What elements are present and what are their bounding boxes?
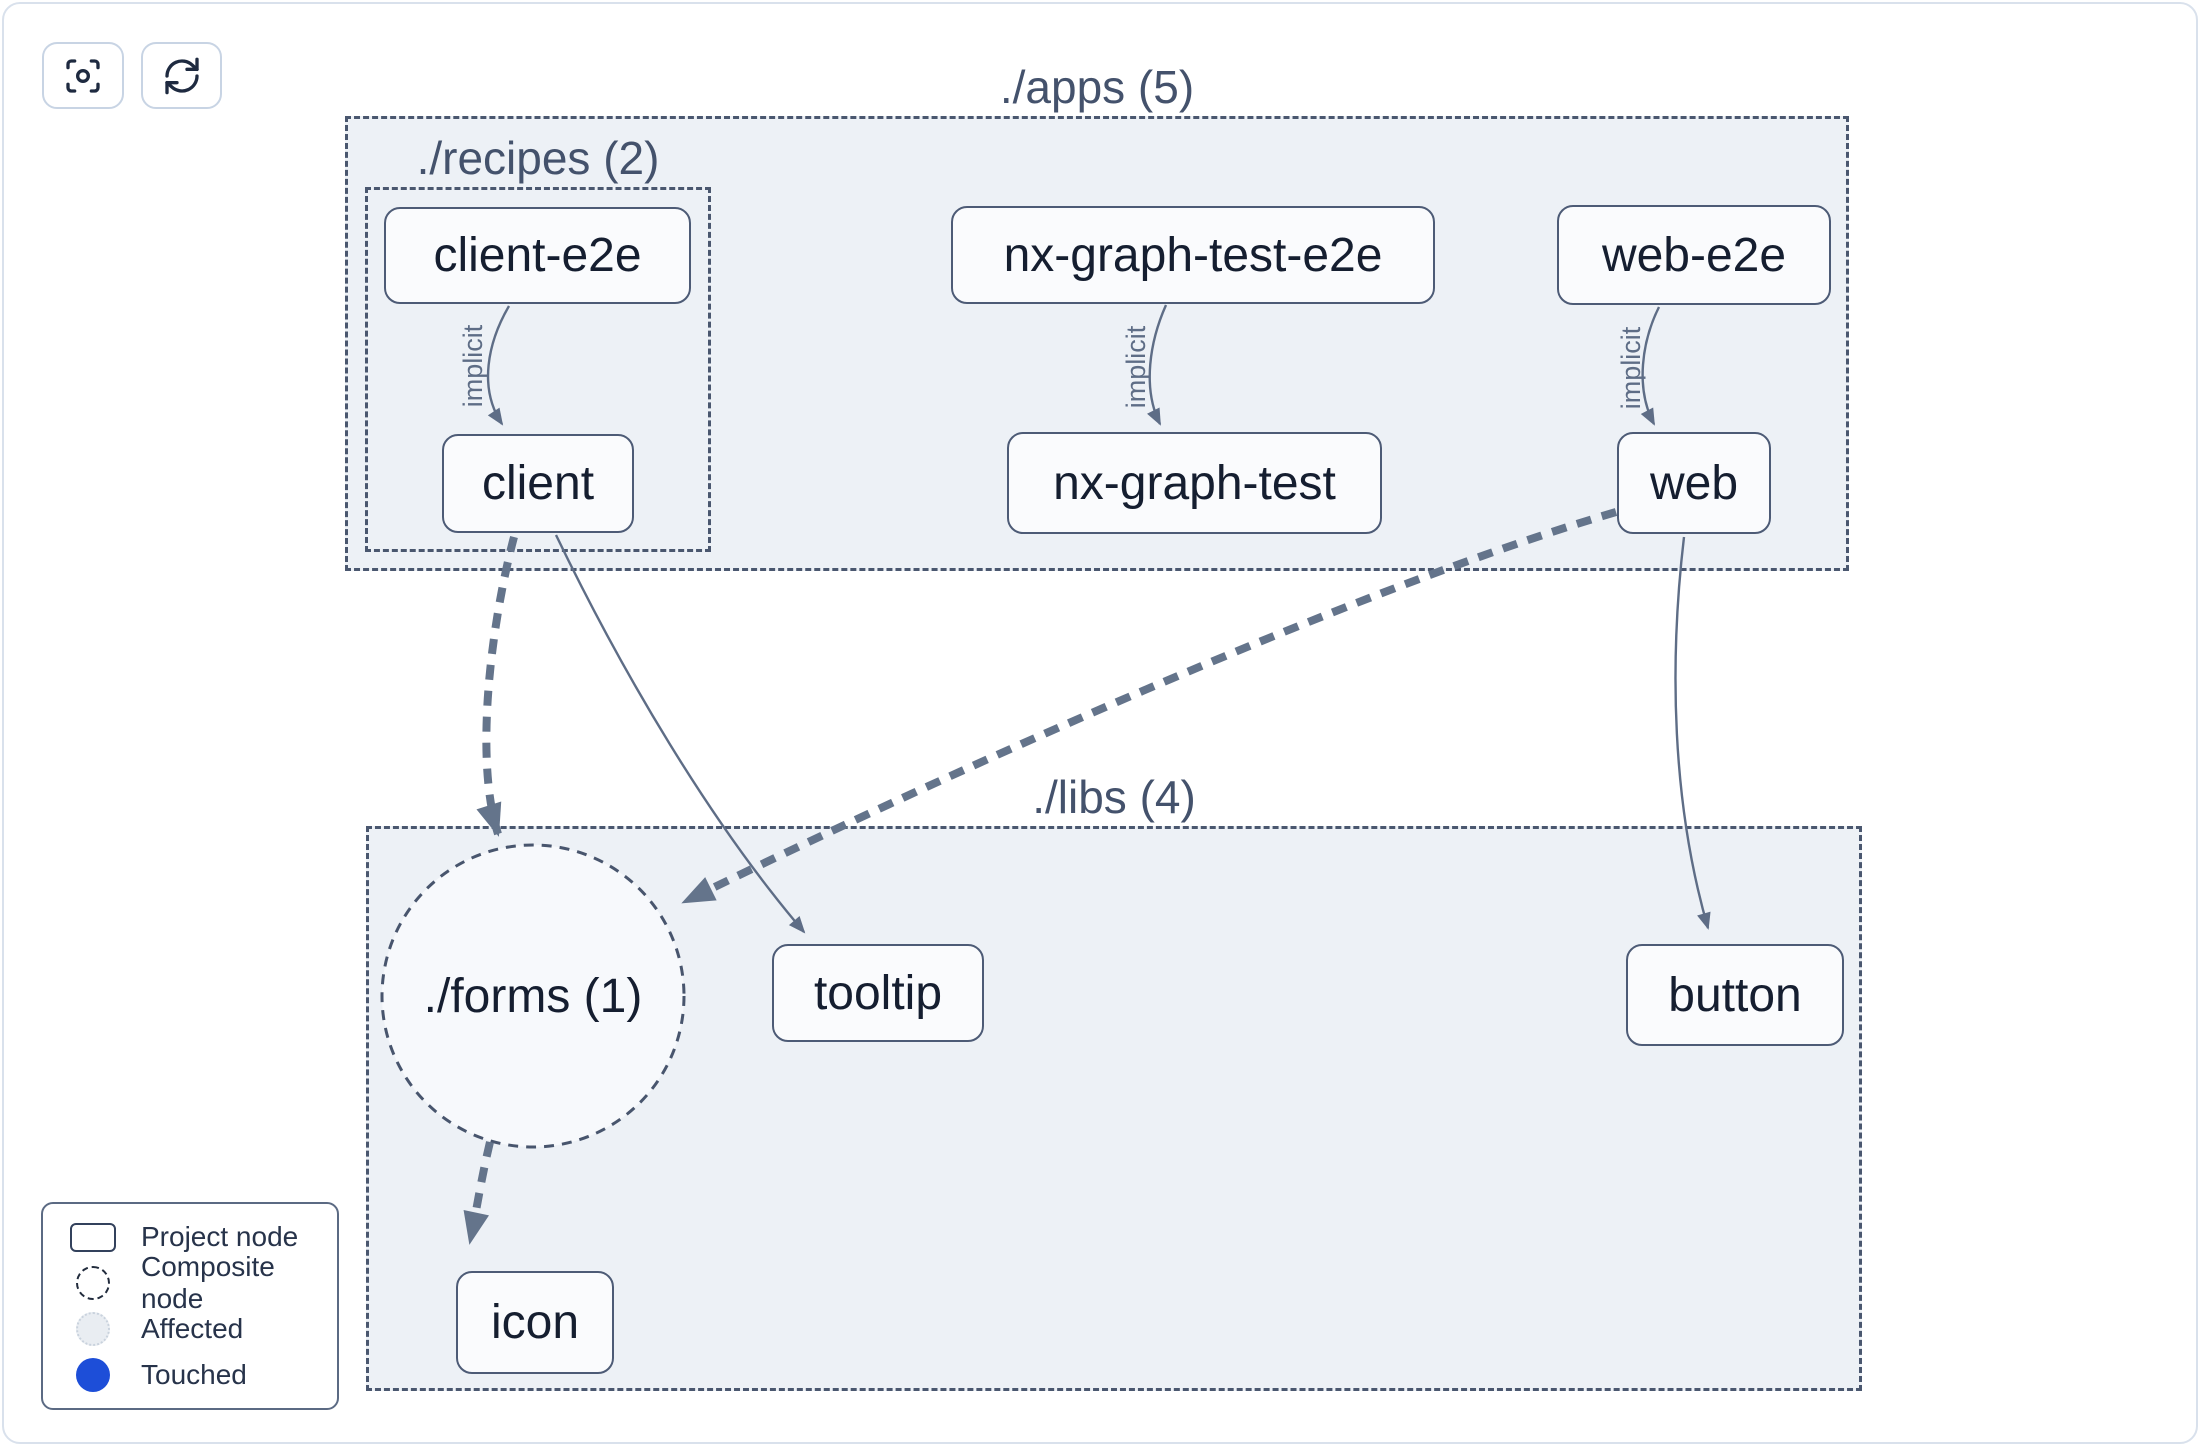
node-web[interactable]: web: [1617, 432, 1771, 534]
edge-web-to-button: [1674, 536, 1711, 930]
composite-node-forms-circle[interactable]: [380, 843, 686, 1149]
node-icon[interactable]: icon: [456, 1271, 614, 1374]
node-tooltip[interactable]: tooltip: [772, 944, 984, 1042]
node-nx-graph-test[interactable]: nx-graph-test: [1007, 432, 1382, 534]
legend-item-project-node: Project node: [43, 1216, 337, 1258]
edge-label-implicit: implicit: [1616, 326, 1646, 409]
node-client[interactable]: client: [442, 434, 634, 533]
legend: Project node Composite node Affected Tou…: [41, 1202, 339, 1410]
edge-web-e2e-to-web: [1640, 306, 1661, 426]
edge-label-implicit: implicit: [1121, 325, 1151, 408]
legend-label: Affected: [141, 1313, 244, 1344]
group-recipes: [365, 187, 711, 552]
group-label-libs: ./libs (4): [1032, 771, 1196, 823]
composite-node-forms-label[interactable]: ./forms (1): [423, 969, 643, 1023]
node-client-e2e[interactable]: client-e2e: [384, 207, 691, 304]
node-web-e2e[interactable]: web-e2e: [1557, 205, 1831, 305]
legend-item-affected: Affected: [43, 1308, 337, 1350]
affected-circle-icon: [69, 1312, 117, 1346]
edge-nx-graph-test-e2e-to-nx-graph-test: [1147, 304, 1168, 426]
zoom-to-fit-button[interactable]: [42, 42, 124, 109]
node-button[interactable]: button: [1626, 944, 1844, 1046]
refresh-button[interactable]: [141, 42, 222, 109]
legend-item-composite-node: Composite node: [43, 1251, 337, 1314]
scan-focus-icon: [66, 58, 100, 93]
edge-client-to-forms: [476, 535, 518, 837]
edge-client-e2e-to-client: [486, 305, 511, 426]
edge-forms-to-icon: [463, 1141, 494, 1245]
legend-label: Project node: [141, 1221, 299, 1252]
legend-label: Composite node: [141, 1251, 275, 1314]
touched-circle-icon: [69, 1358, 117, 1392]
edge-client-to-tooltip: [554, 534, 806, 934]
composite-node-icon: [69, 1266, 117, 1300]
legend-item-touched: Touched: [43, 1354, 337, 1396]
group-label-apps: ./apps (5): [999, 61, 1195, 113]
edges-layer: implicit implicit implicit: [380, 304, 1711, 1245]
refresh-icon: [164, 57, 199, 94]
project-node-icon: [69, 1222, 117, 1252]
edge-label-implicit: implicit: [458, 324, 488, 407]
group-label-recipes: ./recipes (2): [416, 132, 660, 184]
edge-web-to-forms: [681, 508, 1618, 906]
legend-label: Touched: [141, 1359, 247, 1390]
node-nx-graph-test-e2e[interactable]: nx-graph-test-e2e: [951, 206, 1435, 304]
